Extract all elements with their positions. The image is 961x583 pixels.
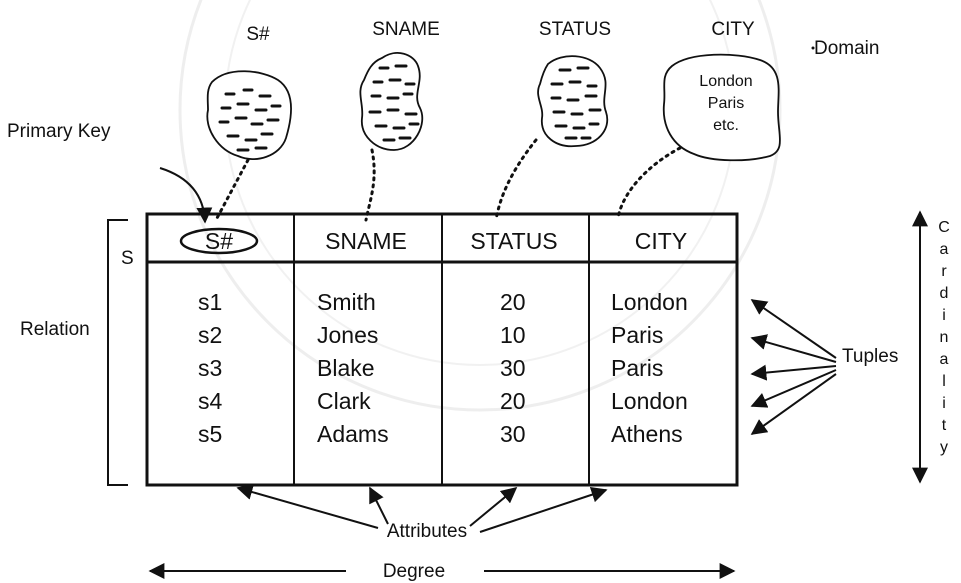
cardinality-letter: a (940, 351, 949, 368)
cardinality-letter: i (942, 395, 946, 412)
table-row: s2 Jones 10 Paris (198, 322, 663, 348)
header-sname: SNAME (325, 228, 407, 254)
cell-sno: s1 (198, 289, 222, 315)
domain-connectors (214, 138, 682, 222)
cell-city: London (611, 388, 688, 414)
cardinality-letter: y (940, 439, 948, 456)
table-row: s4 Clark 20 London (198, 388, 688, 414)
domain-label-city: CITY (711, 19, 755, 40)
domain-label-s: S# (246, 24, 270, 45)
header-status: STATUS (470, 228, 557, 254)
tuple-arrows (750, 299, 837, 435)
cardinality-letter: n (940, 329, 949, 346)
cardinality-letter: C (938, 219, 950, 236)
cell-sno: s5 (198, 421, 222, 447)
cell-sname: Blake (317, 355, 375, 381)
cardinality-letter: r (941, 263, 947, 280)
domain-dot (811, 46, 815, 50)
header-city: CITY (635, 228, 687, 254)
relation-bracket (107, 219, 128, 486)
cardinality-letter: t (942, 417, 947, 434)
cardinality-letter: i (942, 307, 946, 324)
table-row: s1 Smith 20 London (198, 289, 688, 315)
cell-sname: Clark (317, 388, 371, 414)
tuples-label: Tuples (842, 346, 898, 367)
domain-blob-city: London Paris etc. (662, 53, 781, 162)
cell-city: Paris (611, 322, 663, 348)
cell-status: 30 (500, 355, 526, 381)
cell-status: 20 (500, 388, 526, 414)
primary-key-label: Primary Key (7, 121, 111, 142)
domain-label: Domain (814, 38, 879, 59)
cell-city: Paris (611, 355, 663, 381)
primary-key-ellipse (179, 227, 259, 255)
cardinality-letter: a (940, 241, 949, 258)
relation-label: Relation (20, 319, 90, 340)
cell-sno: s2 (198, 322, 222, 348)
cell-sname: Smith (317, 289, 376, 315)
relation-name: S (121, 248, 134, 269)
table-row: s5 Adams 30 Athens (198, 421, 683, 447)
cell-city: London (611, 289, 688, 315)
domain-blob-s (206, 70, 292, 160)
cell-sname: Adams (317, 421, 389, 447)
domain-label-sname: SNAME (372, 19, 440, 40)
cell-city: Athens (611, 421, 683, 447)
cardinality-letter: d (940, 285, 949, 302)
header-s: S# (205, 228, 233, 254)
attributes-label: Attributes (387, 521, 467, 542)
domain-label-status: STATUS (539, 19, 611, 40)
city-domain-item: etc. (713, 117, 739, 134)
cell-sname: Jones (317, 322, 378, 348)
table-row: s3 Blake 30 Paris (198, 355, 663, 381)
domain-blob-status (537, 55, 609, 148)
cell-status: 10 (500, 322, 526, 348)
cardinality-label: C a r d i n a l i t y (938, 219, 950, 456)
attribute-arrows (236, 484, 608, 533)
cell-status: 30 (500, 421, 526, 447)
city-domain-item: London (699, 73, 752, 90)
domain-blob-sname (359, 52, 424, 151)
relation-table (145, 212, 739, 487)
degree-label: Degree (383, 561, 445, 582)
cell-sno: s4 (198, 388, 223, 414)
cardinality-letter: l (942, 373, 946, 390)
cell-status: 20 (500, 289, 526, 315)
city-domain-item: Paris (708, 95, 744, 112)
cell-sno: s3 (198, 355, 222, 381)
